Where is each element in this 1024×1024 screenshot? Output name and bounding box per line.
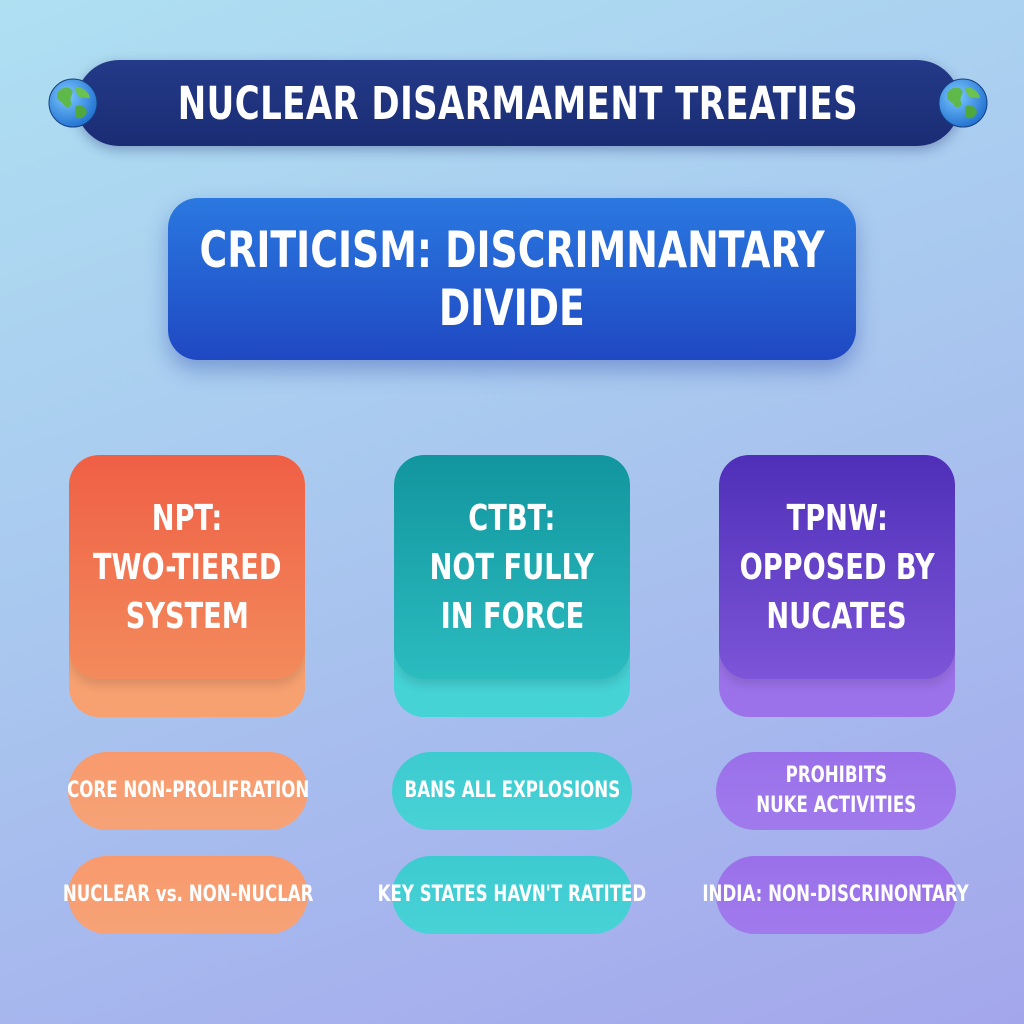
ctbt-point-2: KEY STATES HAVN'T RATITED bbox=[378, 856, 646, 934]
page-title: NUCLEAR DISARMAMENT TREATIES bbox=[177, 76, 859, 130]
treaty-card-title: TPNW: OPPOSED BY NUCATES bbox=[739, 497, 935, 637]
tpnw-point-2: INDIA: NON-DISCRINONTARY bbox=[703, 856, 969, 934]
treaty-card-npt: NPT: TWO-TIERED SYSTEM bbox=[69, 455, 305, 717]
criticism-heading: CRITICISM: DISCRIMNANTARY DIVIDE bbox=[140, 221, 884, 337]
ctbt-point-1: BANS ALL EXPLOSIONS bbox=[392, 752, 632, 830]
treaty-card-title: NPT: TWO-TIERED SYSTEM bbox=[92, 497, 282, 637]
globe-icon bbox=[938, 78, 988, 128]
criticism-box: CRITICISM: DISCRIMNANTARY DIVIDE bbox=[168, 198, 856, 360]
npt-point-2: NUCLEAR vs. NON-NUCLAR bbox=[63, 856, 313, 934]
title-banner: NUCLEAR DISARMAMENT TREATIES bbox=[48, 60, 988, 146]
criticism-line-1: CRITICISM: DISCRIMNANTARY bbox=[199, 221, 825, 279]
treaty-card-face: NPT: TWO-TIERED SYSTEM bbox=[69, 455, 305, 679]
npt-point-1: CORE NON-PROLIFRATION bbox=[67, 752, 309, 830]
treaty-card-tpnw: TPNW: OPPOSED BY NUCATES bbox=[719, 455, 955, 717]
globe-icon bbox=[48, 78, 98, 128]
treaty-card-face: CTBT: NOT FULLY IN FORCE bbox=[394, 455, 630, 679]
treaty-card-title: CTBT: NOT FULLY IN FORCE bbox=[429, 497, 595, 637]
tpnw-point-1: PROHIBITS NUKE ACTIVITIES bbox=[716, 752, 956, 830]
treaty-card-face: TPNW: OPPOSED BY NUCATES bbox=[719, 455, 955, 679]
treaty-card-ctbt: CTBT: NOT FULLY IN FORCE bbox=[394, 455, 630, 717]
criticism-line-2: DIVIDE bbox=[439, 279, 585, 337]
